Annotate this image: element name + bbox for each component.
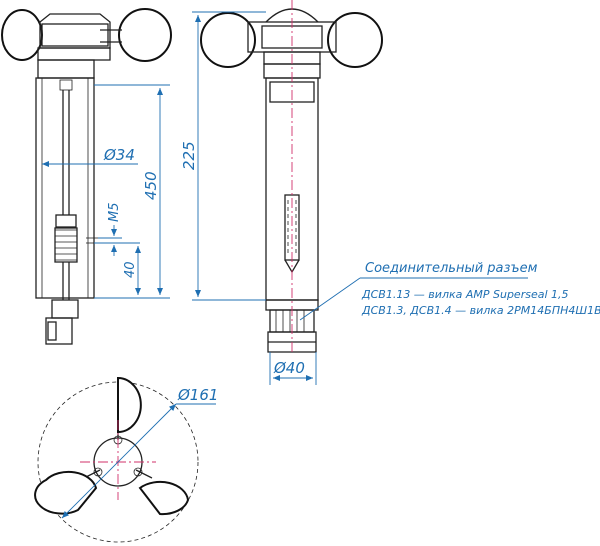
- dim-diameter-40: Ø40: [273, 359, 305, 377]
- cup-left-front: [200, 12, 256, 68]
- top-view: [34, 376, 199, 543]
- dim-length-450: 450: [142, 171, 160, 200]
- front-view: [200, 0, 383, 353]
- top-view-dimensions: Ø161: [61, 386, 218, 519]
- front-view-dimensions: 225 Ø40: [180, 11, 528, 385]
- dim-length-40: 40: [123, 261, 138, 278]
- dim-diameter-161: Ø161: [177, 386, 218, 404]
- cup-left: [1, 9, 43, 61]
- connector-line-2: ДСВ1.3, ДСВ1.4 — вилка 2РМ14БПН4Ш1В1: [361, 304, 600, 317]
- dim-diameter-34: Ø34: [103, 146, 135, 164]
- connector-title: Соединительный разъем: [365, 261, 538, 276]
- cup-right: [118, 8, 172, 62]
- dim-thread-m5: M5: [107, 203, 122, 223]
- side-view-dimensions: Ø34 450 M5 40: [42, 84, 170, 299]
- connector-line-1: ДСВ1.13 — вилка AMP Superseal 1,5: [361, 288, 569, 301]
- side-section-view: [1, 8, 172, 345]
- dim-height-225: 225: [180, 141, 198, 170]
- cup-top: [117, 376, 142, 434]
- cup-right-front: [327, 12, 383, 68]
- connector-note: Соединительный разъем ДСВ1.13 — вилка AM…: [361, 261, 600, 317]
- cup-bottom-right: [138, 480, 190, 516]
